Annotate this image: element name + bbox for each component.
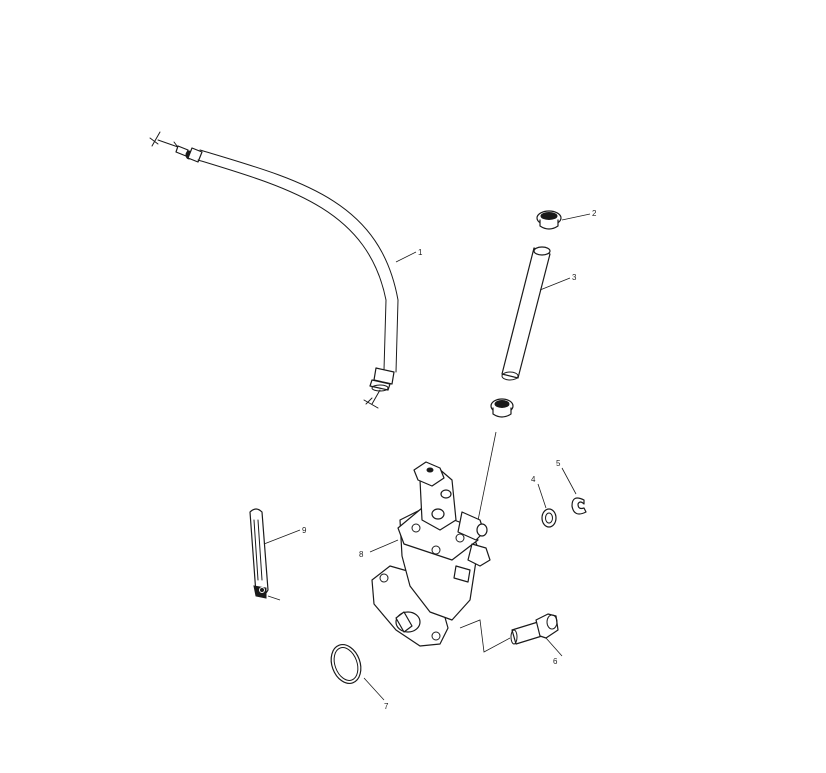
o-ring: 7 [330, 644, 389, 711]
hose-clamp-upper: 2 [536, 209, 597, 230]
oil-pump: 8 [359, 461, 491, 647]
callout-3: 3 [572, 273, 577, 282]
callout-8: 8 [359, 550, 364, 559]
hose: 3 [501, 246, 577, 381]
callout-7: 7 [384, 702, 389, 711]
callout-9: 9 [302, 526, 307, 535]
washer: 4 [531, 475, 557, 528]
callout-6: 6 [553, 657, 558, 666]
callout-2: 2 [592, 209, 597, 218]
hose-clamp-lower [473, 398, 514, 541]
callout-1: 1 [418, 248, 423, 257]
snap-ring: 5 [556, 459, 587, 515]
callout-4: 4 [531, 475, 536, 484]
gauge-strip: 9 [249, 508, 307, 601]
callout-5: 5 [556, 459, 561, 468]
bolt: 6 [459, 613, 563, 666]
control-cable: 1 [149, 131, 423, 409]
